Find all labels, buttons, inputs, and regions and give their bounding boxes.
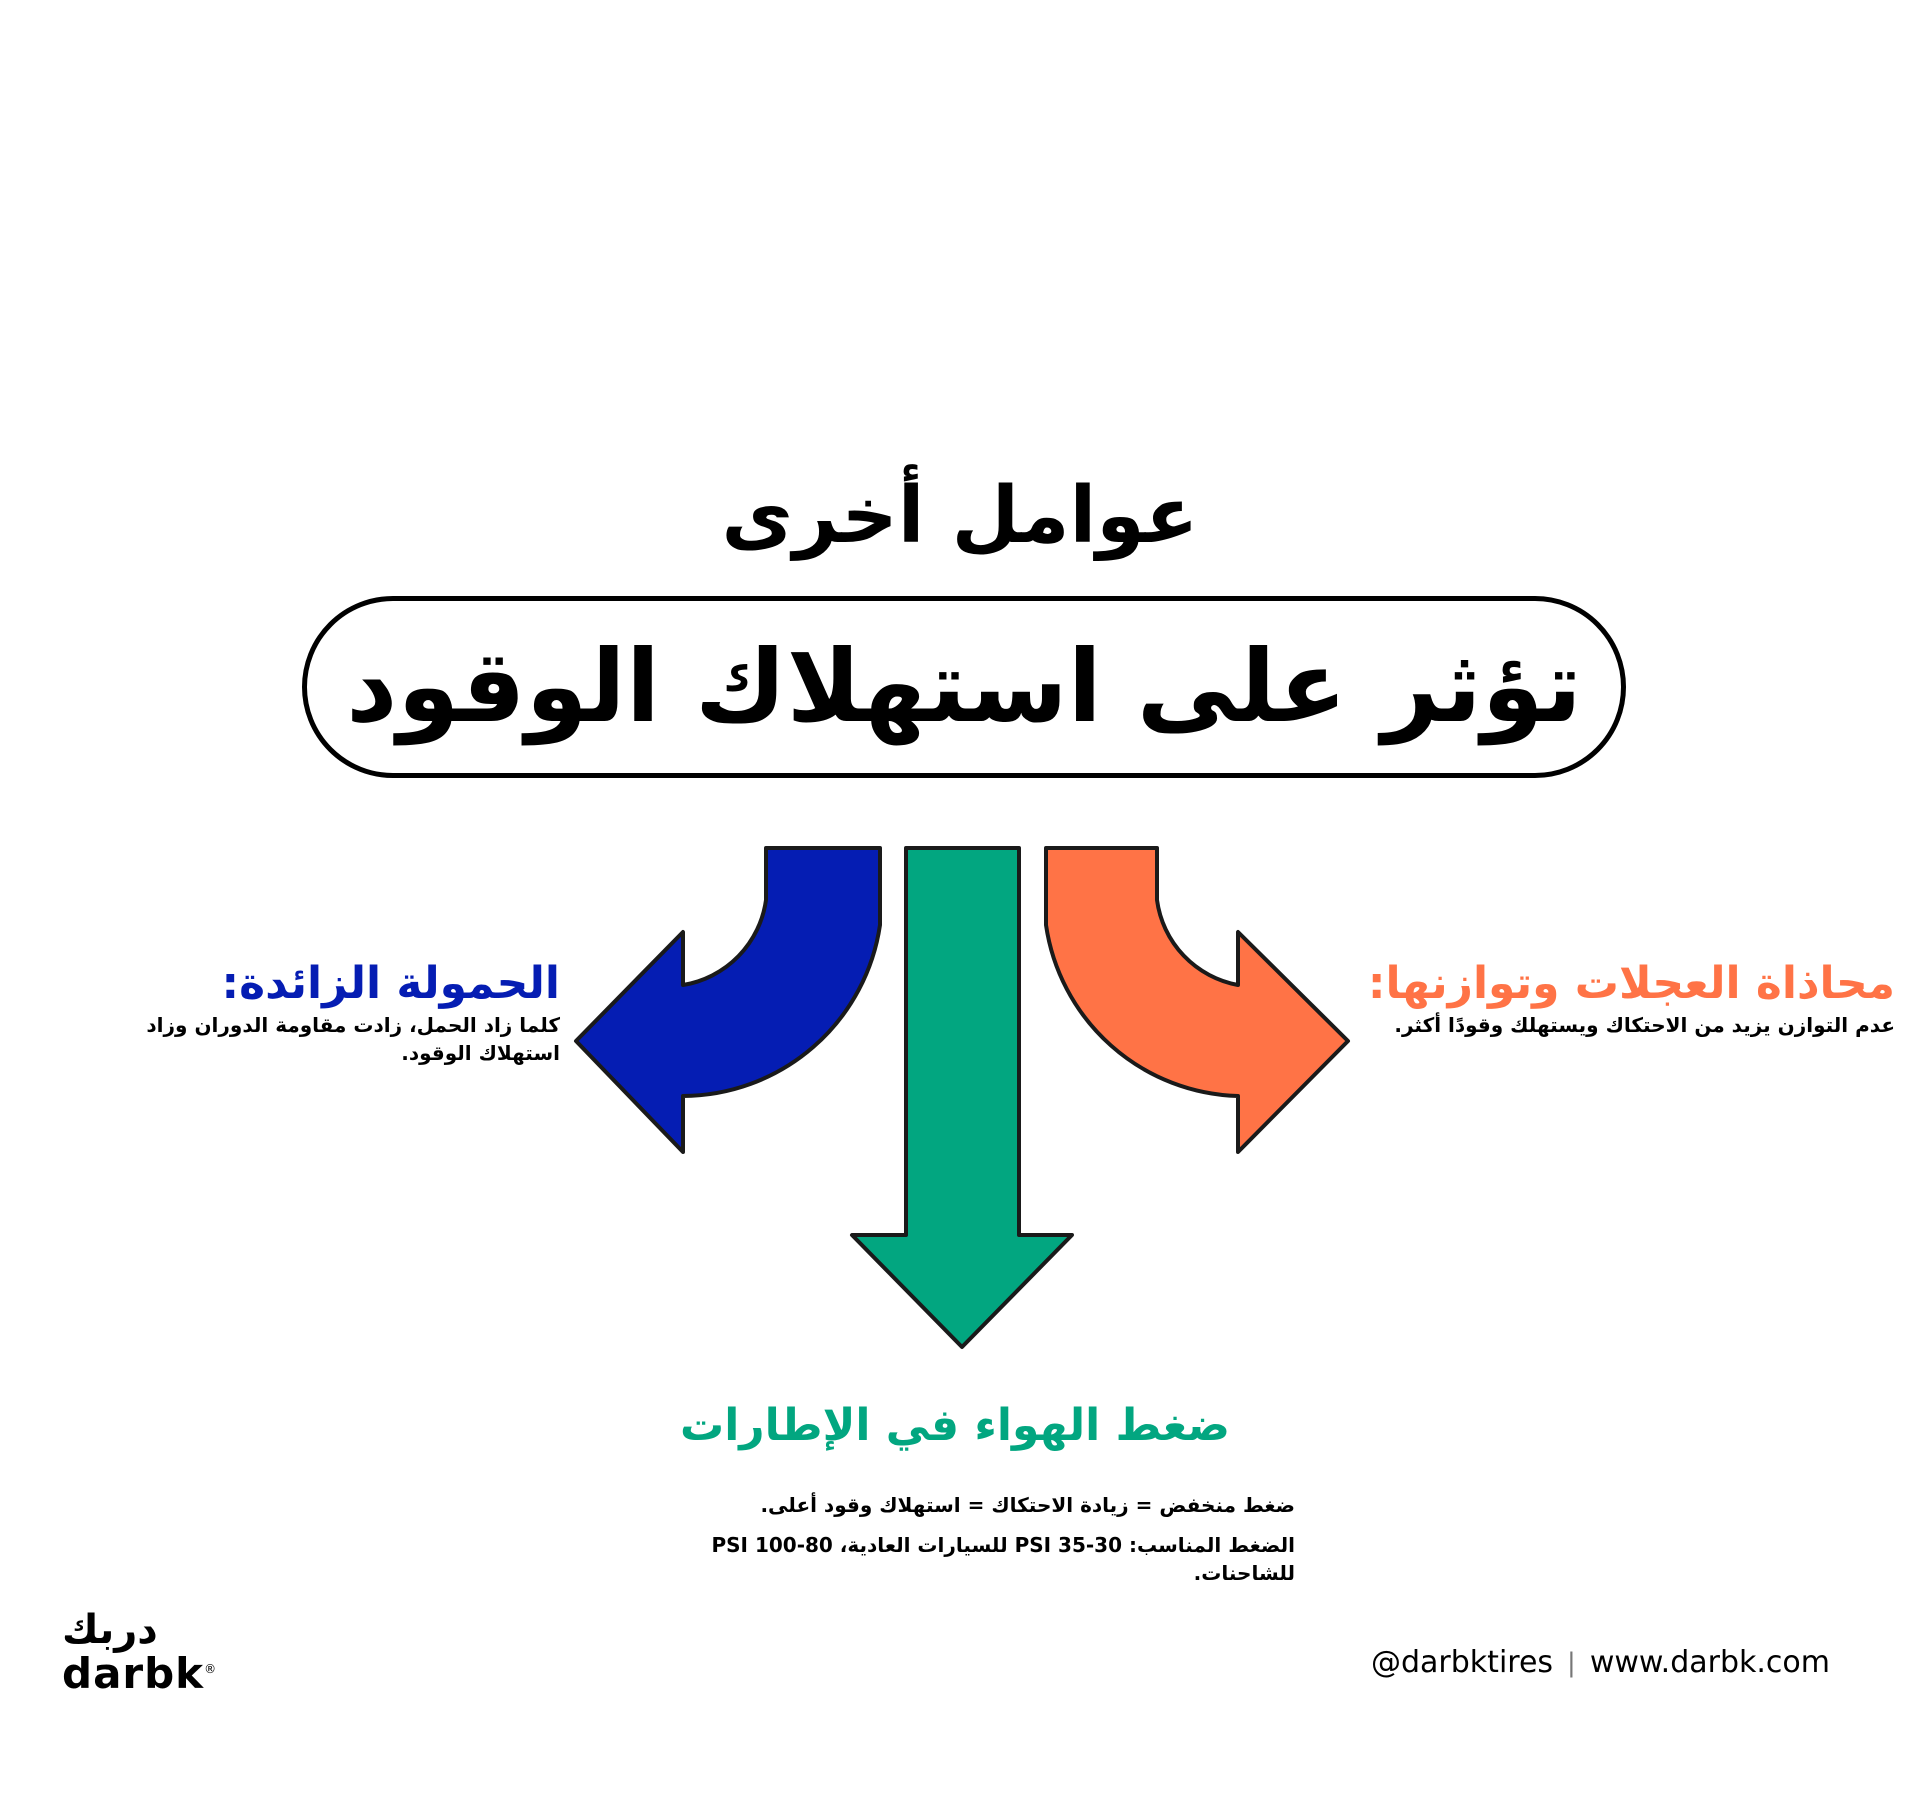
left-block-text: كلما زاد الحمل، زادت مقاومة الدوران وزاد… xyxy=(146,1012,560,1065)
right-block-text: عدم التوازن يزيد من الاحتكاك ويستهلك وقو… xyxy=(1394,1012,1895,1037)
right-block: محاذاة العجلات وتوازنها: عدم التوازن يزي… xyxy=(1360,958,1895,1039)
brand-logo: دربك darbk® xyxy=(62,1608,232,1718)
left-block-title: الحمولة الزائدة: xyxy=(221,958,561,1009)
main-pill: تؤثر على استهلاك الوقود xyxy=(302,596,1626,778)
bottom-block-title: ضغط الهواء في الإطارات xyxy=(680,1400,1230,1451)
bottom-block-text-2: الضغط المناسب: PSI 35-30 للسيارات العادي… xyxy=(711,1532,1295,1585)
footer: @darbktires | www.darbk.com xyxy=(1340,1645,1830,1680)
arrow-down-icon xyxy=(850,846,1074,1349)
footer-website-link[interactable]: www.darbk.com xyxy=(1589,1645,1830,1680)
bottom-block-text-1: ضغط منخفض = زيادة الاحتكاك = استهلاك وقو… xyxy=(760,1492,1295,1517)
footer-social-handle[interactable]: @darbktires xyxy=(1371,1645,1554,1680)
footer-separator: | xyxy=(1567,1647,1576,1678)
main-pill-text: تؤثر على استهلاك الوقود xyxy=(346,628,1582,745)
logo-arabic: دربك xyxy=(62,1607,158,1653)
logo-english: darbk® xyxy=(62,1649,232,1698)
logo-english-text: darbk xyxy=(62,1649,205,1698)
registered-mark: ® xyxy=(204,1662,218,1676)
arrow-curved-right-icon xyxy=(1044,846,1350,1154)
header-title: عوامل أخرى xyxy=(721,471,1199,561)
left-block: الحمولة الزائدة: كلما زاد الحمل، زادت مق… xyxy=(70,958,560,1067)
arrow-curved-left-icon xyxy=(574,846,882,1154)
bottom-block: ضغط الهواء في الإطارات ضغط منخفض = زيادة… xyxy=(600,1400,1310,1599)
right-block-title: محاذاة العجلات وتوازنها: xyxy=(1367,958,1895,1009)
